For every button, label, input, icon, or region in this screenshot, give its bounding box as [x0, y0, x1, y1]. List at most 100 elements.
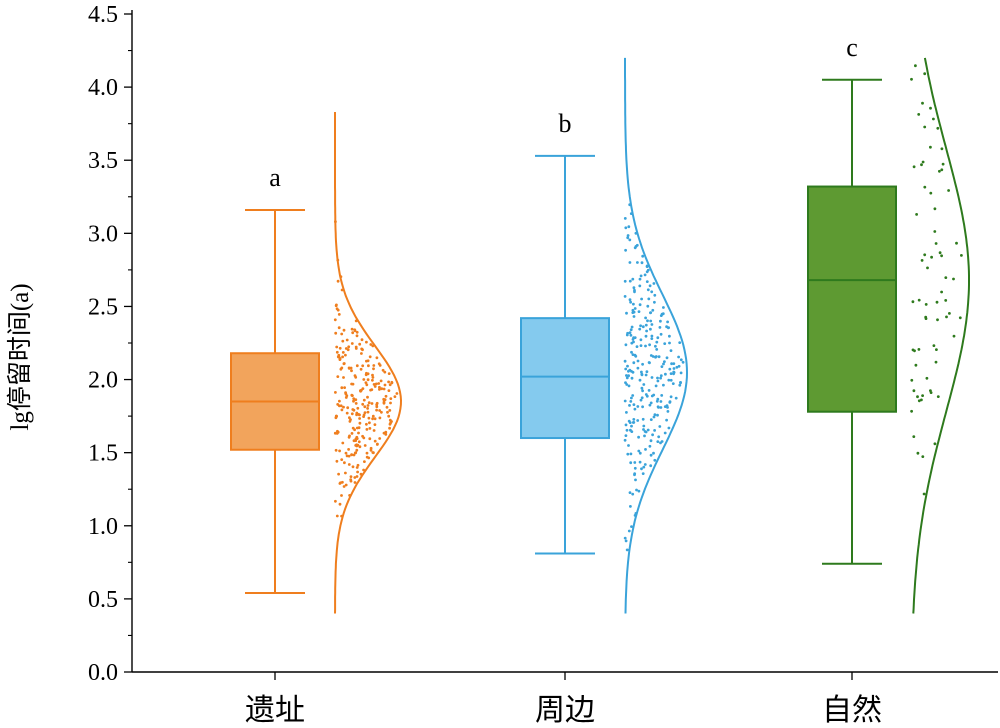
data-point [650, 394, 654, 398]
data-point [958, 316, 962, 320]
data-point [915, 213, 918, 216]
data-point [626, 236, 630, 240]
data-point [660, 394, 664, 397]
data-point [344, 347, 348, 350]
data-point [665, 356, 669, 360]
data-point [661, 312, 665, 316]
data-point [353, 481, 357, 484]
data-point [911, 300, 915, 304]
data-point [659, 400, 663, 403]
data-point [359, 389, 362, 392]
data-point [627, 369, 630, 373]
data-point [644, 316, 647, 320]
data-point [670, 362, 673, 366]
data-point [624, 226, 628, 230]
data-point [366, 407, 369, 410]
data-point [644, 334, 648, 338]
data-point [375, 408, 378, 412]
data-point [632, 418, 636, 421]
data-point [358, 445, 362, 449]
data-point [632, 361, 636, 365]
data-point [912, 435, 916, 438]
data-point [629, 300, 632, 304]
data-point [634, 231, 638, 235]
data-point [645, 264, 649, 268]
data-point [358, 421, 362, 425]
data-point [347, 448, 350, 451]
data-point [365, 422, 368, 426]
data-point [375, 356, 379, 360]
data-point [630, 325, 634, 329]
data-point [663, 405, 667, 408]
data-point [348, 416, 351, 420]
data-point [940, 290, 943, 294]
data-point [342, 362, 346, 366]
data-point [631, 421, 635, 424]
data-point [341, 339, 345, 343]
data-point [936, 318, 939, 322]
data-point [366, 372, 370, 376]
data-point [337, 472, 340, 476]
data-point [910, 378, 914, 382]
data-point [668, 341, 671, 345]
data-point [646, 428, 650, 432]
x-tick-label: 自然 [822, 694, 882, 727]
data-point [361, 434, 364, 438]
data-point [960, 254, 963, 257]
data-point [644, 323, 648, 327]
data-point [656, 397, 660, 401]
data-point [347, 367, 351, 370]
data-point [955, 241, 958, 245]
data-point [948, 312, 951, 315]
data-point [623, 279, 627, 283]
data-point [623, 438, 627, 442]
data-point [952, 334, 956, 338]
data-point [921, 455, 925, 458]
data-point [371, 373, 374, 377]
data-point [632, 286, 636, 290]
data-point [938, 169, 941, 173]
data-point [632, 336, 635, 340]
data-point [933, 230, 937, 233]
data-point [916, 451, 920, 455]
data-point [363, 444, 367, 447]
data-point [387, 414, 391, 418]
data-point [626, 331, 629, 335]
data-point [624, 423, 628, 427]
data-point [375, 405, 379, 409]
data-point [383, 370, 387, 374]
data-point [625, 374, 628, 377]
data-point [363, 460, 366, 463]
data-point [631, 370, 635, 374]
data-point [656, 379, 660, 383]
data-point [353, 476, 357, 479]
x-tick-label: 周边 [535, 694, 595, 727]
data-point [930, 255, 933, 259]
data-point [660, 440, 664, 443]
data-point [625, 548, 629, 552]
data-point [935, 348, 938, 351]
data-point [341, 351, 345, 354]
data-point [914, 64, 917, 68]
data-point [349, 475, 353, 478]
data-point [355, 466, 359, 469]
data-point [363, 411, 367, 414]
data-point [929, 191, 933, 195]
data-point [351, 394, 354, 397]
data-point [663, 431, 667, 435]
data-point [356, 463, 360, 467]
data-point [371, 344, 375, 348]
data-point [940, 168, 944, 172]
data-point [382, 387, 386, 391]
data-point [333, 318, 337, 322]
data-point [658, 425, 662, 428]
data-point [370, 388, 374, 391]
data-point [344, 396, 348, 399]
data-point [350, 327, 354, 331]
data-point [367, 456, 371, 460]
data-point [659, 332, 663, 336]
data-point [626, 452, 630, 456]
data-point [636, 419, 640, 422]
data-point [644, 344, 647, 348]
data-point [935, 300, 939, 304]
